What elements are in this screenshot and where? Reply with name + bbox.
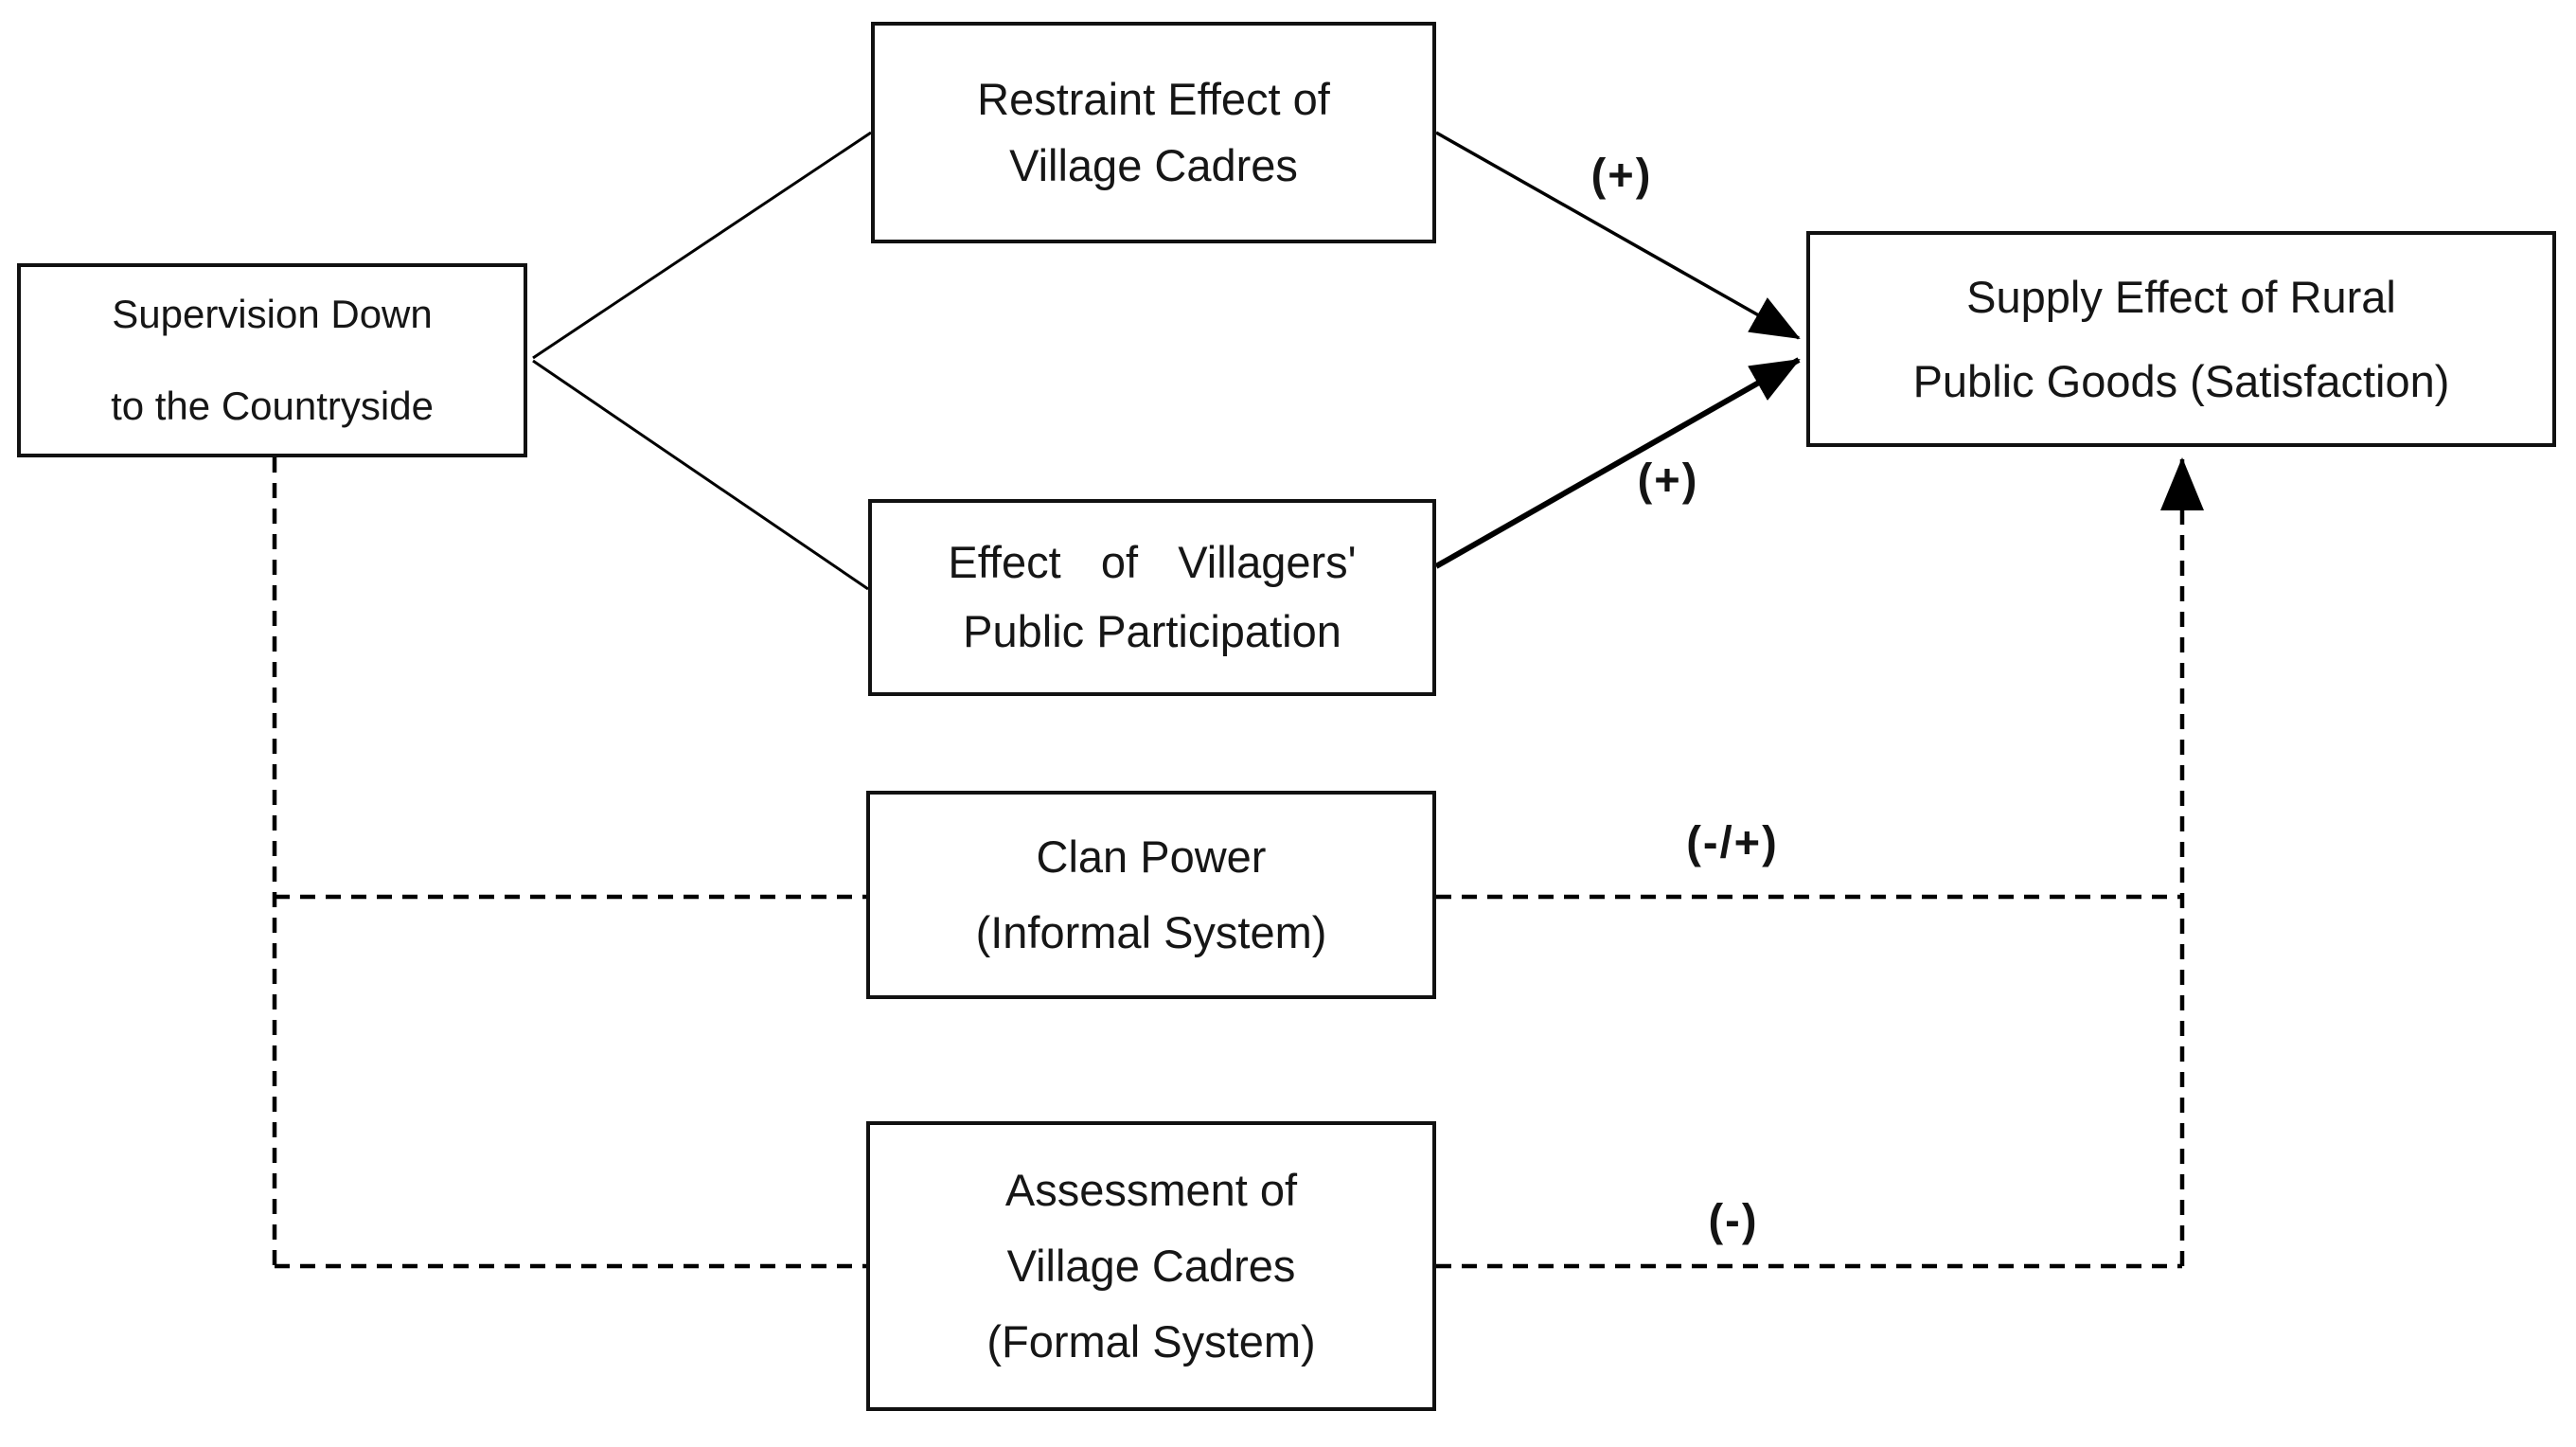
edge-restraint-supply bbox=[1435, 131, 1801, 340]
edge-sign-restraint-supply: (+) bbox=[1590, 149, 1653, 200]
node-label-line: Effect of Villagers' bbox=[948, 537, 1357, 588]
edge-supervision-restraint bbox=[532, 131, 872, 360]
edge-sign-assessment-supply: (-) bbox=[1708, 1194, 1759, 1245]
node-label-line: Assessment of bbox=[1004, 1165, 1298, 1216]
node-label-line: Supervision Down bbox=[112, 291, 433, 336]
edge-participation-supply bbox=[1434, 357, 1801, 569]
node-label-line: Village Cadres bbox=[1006, 1241, 1296, 1292]
node-label-line: Restraint Effect of bbox=[977, 73, 1330, 124]
node-clan-power-informal-system: Clan Power (Informal System) bbox=[866, 791, 1436, 999]
node-label-line: to the Countryside bbox=[111, 383, 434, 428]
node-label-line: (Formal System) bbox=[986, 1315, 1316, 1367]
edge-sign-participation-supply: (+) bbox=[1637, 454, 1699, 505]
node-supervision-down-to-countryside: Supervision Down to the Countryside bbox=[17, 263, 527, 457]
node-label-line: Village Cadres bbox=[1009, 140, 1298, 190]
edge-supervision-participation bbox=[532, 359, 869, 591]
node-label-line: Public Participation bbox=[963, 606, 1341, 656]
node-label-line: (Informal System) bbox=[975, 907, 1327, 957]
node-supply-effect-of-rural-public-goods: Supply Effect of Rural Public Goods (Sat… bbox=[1806, 231, 2556, 447]
edge-sign-clan-supply: (-/+) bbox=[1686, 816, 1779, 867]
node-label-line: Supply Effect of Rural bbox=[1966, 271, 2396, 322]
node-effect-of-villagers-public-participation: Effect of Villagers' Public Participatio… bbox=[868, 499, 1436, 696]
node-label-line: Public Goods (Satisfaction) bbox=[1912, 356, 2450, 406]
node-restraint-effect-of-village-cadres: Restraint Effect of Village Cadres bbox=[871, 22, 1436, 243]
node-label-line: Clan Power bbox=[1036, 831, 1267, 883]
node-assessment-of-village-cadres-formal-system: Assessment of Village Cadres (Formal Sys… bbox=[866, 1121, 1436, 1411]
